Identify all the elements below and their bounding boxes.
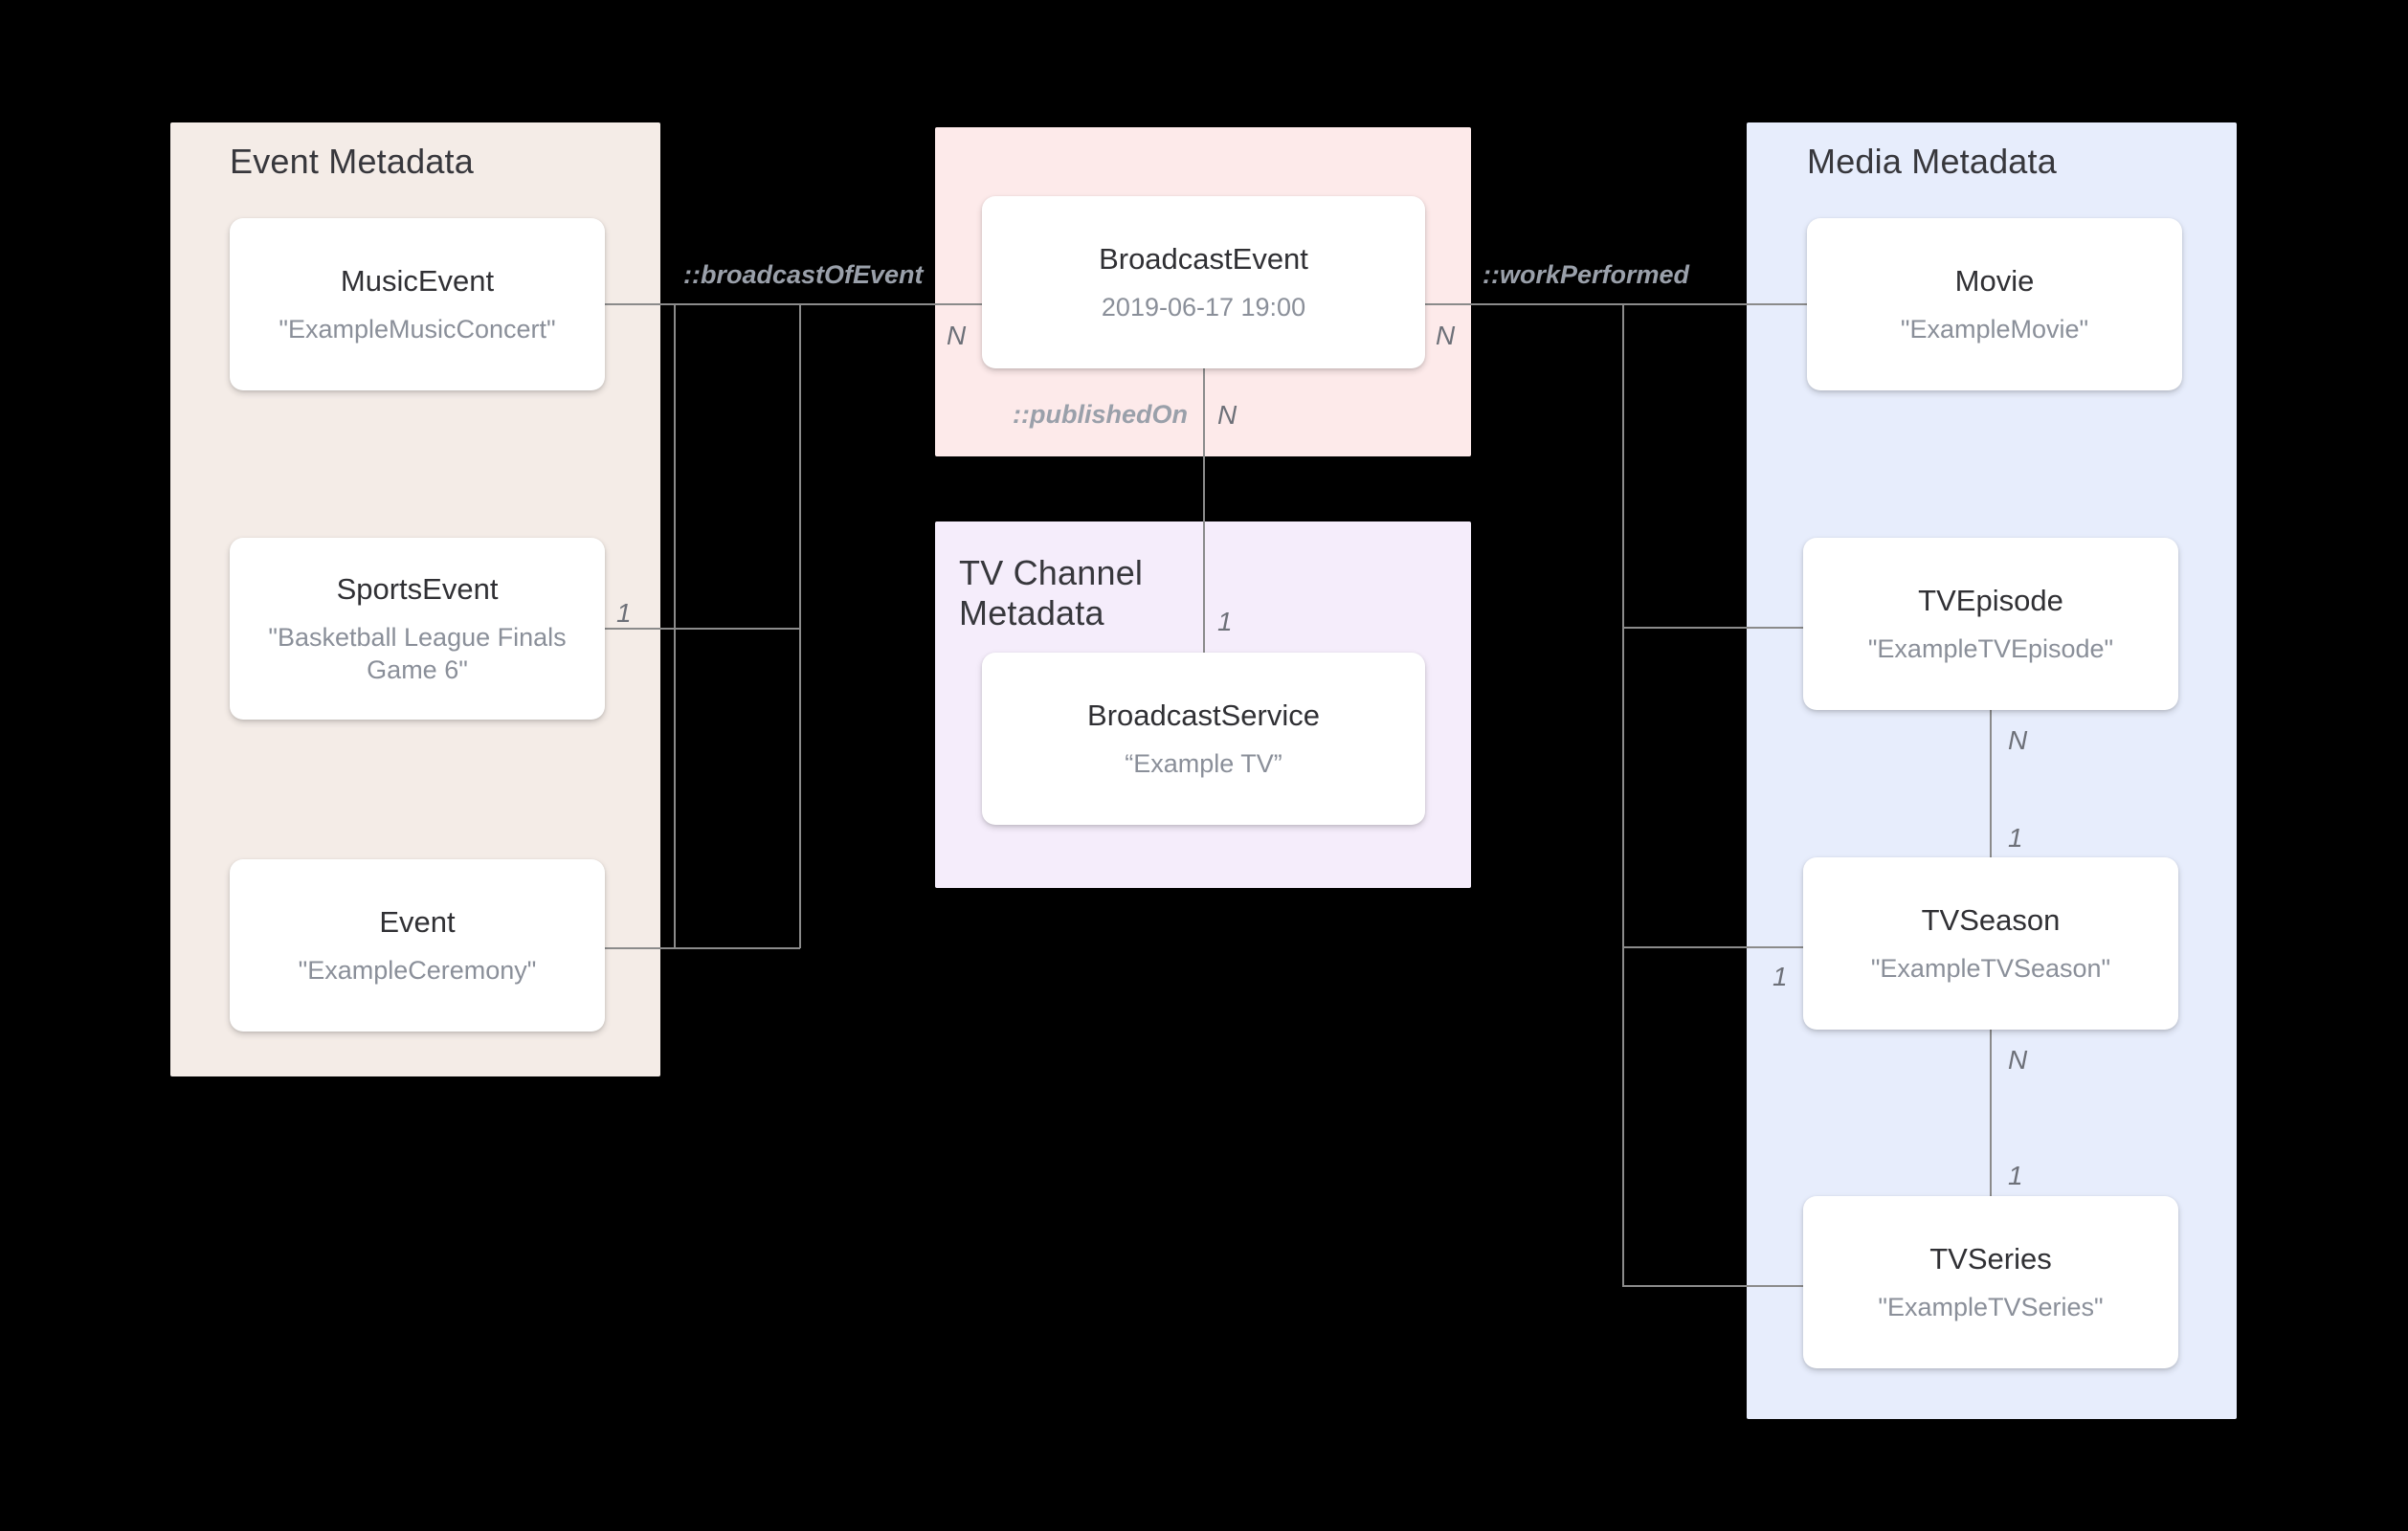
entity-type-label: TVSeason	[1921, 902, 2061, 937]
group-title-media-metadata: Media Metadata	[1807, 142, 2057, 181]
entity-type-label: TVEpisode	[1918, 583, 2063, 617]
entity-type-label: Movie	[1954, 263, 2035, 298]
connector-left-riser	[674, 303, 676, 948]
connector-branch-musicevent	[605, 303, 800, 305]
cardinality-publishedon-n: N	[1217, 400, 1237, 430]
connector-broadcastofevent-top	[799, 303, 983, 305]
connector-branch-sportsevent	[605, 628, 800, 630]
entity-card-broadcastservice[interactable]: BroadcastService “Example TV”	[982, 653, 1425, 825]
entity-value-label: "Basketball League Finals Game 6"	[268, 622, 567, 684]
connector-tvseason-tvseries	[1990, 1030, 1992, 1197]
group-title-tv-channel-metadata: TV Channel Metadata	[959, 553, 1144, 633]
entity-value-label: "ExampleTVSeries"	[1878, 1292, 2104, 1321]
entity-value-label: "ExampleMusicConcert"	[279, 314, 556, 344]
entity-card-movie[interactable]: Movie "ExampleMovie"	[1807, 218, 2182, 390]
entity-value-label: "ExampleTVEpisode"	[1867, 633, 2114, 663]
entity-card-event[interactable]: Event "ExampleCeremony"	[230, 859, 605, 1032]
cardinality-sportsevent-1: 1	[616, 598, 632, 628]
entity-value-label: "ExampleCeremony"	[298, 955, 537, 985]
cardinality-tvseries-1: 1	[2008, 1161, 2023, 1190]
cardinality-tvepisode-n: N	[2008, 725, 2028, 755]
cardinality-broadcastservice-1: 1	[1217, 607, 1233, 636]
connector-branch-event	[605, 947, 800, 949]
entity-card-tvseason[interactable]: TVSeason "ExampleTVSeason"	[1803, 857, 2178, 1030]
cardinality-broadcastofevent-n: N	[947, 321, 967, 350]
connector-tvepisode-tvseason	[1990, 710, 1992, 858]
cardinality-workperformed-n: N	[1436, 321, 1456, 350]
entity-type-label: SportsEvent	[336, 571, 499, 606]
entity-type-label: TVSeries	[1929, 1241, 2052, 1276]
entity-value-label: "ExampleMovie"	[1900, 314, 2089, 344]
connector-workperformed-trunk	[1622, 303, 1624, 1286]
group-title-event-metadata: Event Metadata	[230, 142, 474, 181]
entity-card-musicevent[interactable]: MusicEvent "ExampleMusicConcert"	[230, 218, 605, 390]
entity-card-tvseries[interactable]: TVSeries "ExampleTVSeries"	[1803, 1196, 2178, 1368]
entity-card-sportsevent[interactable]: SportsEvent "Basketball League Finals Ga…	[230, 538, 605, 720]
connector-branch-tvseries	[1622, 1285, 1804, 1287]
cardinality-tvseason-top-1: 1	[2008, 823, 2023, 853]
entity-value-label: "ExampleTVSeason"	[1870, 953, 2111, 983]
entity-type-label: BroadcastEvent	[1099, 241, 1308, 276]
connector-workperformed-top	[1425, 303, 1808, 305]
entity-value-label: “Example TV”	[1125, 748, 1282, 778]
entity-type-label: BroadcastService	[1087, 698, 1320, 732]
connector-publishedon	[1203, 368, 1205, 653]
entity-card-broadcastevent[interactable]: BroadcastEvent 2019-06-17 19:00	[982, 196, 1425, 368]
relation-label-broadcastofevent: ::broadcastOfEvent	[683, 260, 924, 289]
entity-value-label: 2019-06-17 19:00	[1101, 292, 1306, 322]
entity-type-label: MusicEvent	[340, 263, 495, 298]
cardinality-tvseason-left-1: 1	[1773, 962, 1788, 991]
connector-branch-tvepisode	[1622, 627, 1804, 629]
entity-type-label: Event	[379, 904, 456, 939]
entity-card-tvepisode[interactable]: TVEpisode "ExampleTVEpisode"	[1803, 538, 2178, 710]
relation-label-publishedon: ::publishedOn	[1013, 400, 1188, 429]
connector-branch-tvseason	[1622, 946, 1804, 948]
relation-label-workperformed: ::workPerformed	[1483, 260, 1690, 289]
connector-broadcastofevent-trunk	[799, 303, 801, 948]
cardinality-tvseason-n: N	[2008, 1045, 2028, 1075]
